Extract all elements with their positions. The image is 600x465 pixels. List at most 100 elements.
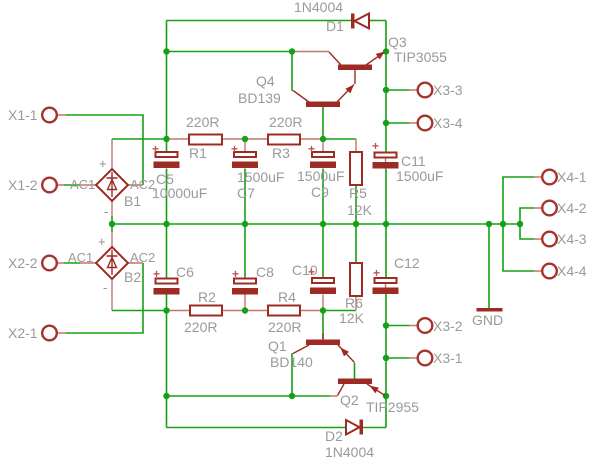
label-q3-name: Q3	[388, 34, 407, 50]
label-b1-name: B1	[124, 193, 141, 209]
c7-plus-icon: +	[231, 142, 238, 156]
label-c8-name: C8	[256, 264, 274, 280]
connector-x4-1[interactable]	[541, 168, 559, 186]
resistor-r5[interactable]	[349, 151, 363, 186]
label-c7-value: 1500uF	[237, 169, 284, 185]
transistor-q4[interactable]	[292, 84, 355, 108]
label-q1-value: BD140	[270, 354, 313, 370]
label-c9-name: C9	[311, 184, 329, 200]
label-x1-2: X1-2	[8, 177, 38, 193]
capacitor-c5[interactable]	[153, 151, 180, 168]
connector-x1-2[interactable]	[41, 176, 59, 194]
label-c5-name: C5	[156, 171, 174, 187]
label-x4-4: X4-4	[557, 263, 587, 279]
bridge-rectifier-b2[interactable]	[94, 245, 130, 281]
bridge-rectifier-b1[interactable]	[94, 167, 130, 203]
label-q3-value: TIP3055	[394, 49, 447, 65]
label-r2-value: 220R	[184, 319, 217, 335]
c9-plus-icon: +	[308, 142, 315, 156]
label-x4-1: X4-1	[557, 169, 587, 185]
label-r2-name: R2	[198, 289, 216, 305]
connector-x1-1[interactable]	[41, 106, 59, 124]
resistor-r3[interactable]	[267, 133, 301, 146]
label-b2-ac1: AC1	[68, 250, 93, 265]
label-r6-name: R6	[345, 295, 363, 311]
label-c7-name: C7	[237, 185, 255, 201]
label-x3-4: X3-4	[433, 115, 463, 131]
label-c10-name: C10	[292, 262, 318, 278]
connector-x3-4[interactable]	[416, 114, 434, 132]
label-c5-value: 10000uF	[152, 185, 207, 201]
capacitor-c8[interactable]	[232, 277, 258, 295]
connector-x2-2[interactable]	[41, 254, 59, 272]
b1-minus-icon: -	[104, 204, 108, 219]
transistor-q1[interactable]	[292, 333, 356, 363]
diode-d1[interactable]	[351, 11, 370, 31]
label-x3-1: X3-1	[433, 350, 463, 366]
label-x1-1: X1-1	[8, 107, 38, 123]
label-x4-2: X4-2	[557, 200, 587, 216]
label-r4-name: R4	[278, 289, 296, 305]
resistor-r4[interactable]	[267, 304, 301, 317]
label-r1-name: R1	[189, 145, 207, 161]
label-b2-name: B2	[124, 269, 141, 285]
labels: X1-1 X1-2 X2-2 X2-1 X3-3 X3-4 X3-2 X3-1 …	[8, 0, 587, 460]
wire-pins	[57, 50, 542, 397]
label-r6-value: 12K	[339, 310, 365, 326]
c5-plus-icon: +	[152, 142, 159, 156]
c12-plus-icon: +	[373, 266, 380, 280]
label-d2-name: D2	[325, 428, 343, 444]
label-gnd: GND	[472, 312, 503, 328]
b2-plus-icon: +	[98, 234, 106, 249]
label-c6-name: C6	[176, 264, 194, 280]
c6-plus-icon: +	[153, 267, 160, 281]
label-d1-name: D1	[326, 18, 344, 34]
label-q2-value: TIP2955	[366, 399, 419, 415]
capacitor-c11[interactable]	[372, 151, 399, 169]
transistor-q3[interactable]	[328, 51, 385, 85]
connector-x4-2[interactable]	[541, 199, 559, 217]
label-c9-value: 1500uF	[297, 168, 344, 184]
label-x4-3: X4-3	[557, 231, 587, 247]
label-c11-value: 1500uF	[396, 168, 443, 184]
diode-d2[interactable]	[345, 418, 363, 437]
gnd-symbol[interactable]	[476, 308, 503, 312]
connector-x4-3[interactable]	[541, 230, 559, 248]
transistor-q2[interactable]	[336, 378, 386, 397]
c8-plus-icon: +	[232, 267, 239, 281]
capacitor-c9[interactable]	[310, 151, 336, 168]
resistor-r1[interactable]	[188, 133, 223, 146]
capacitor-c10[interactable]	[310, 277, 336, 294]
resistor-r2[interactable]	[189, 304, 223, 317]
connector-x2-1[interactable]	[41, 324, 59, 342]
label-b1-ac2: AC2	[130, 177, 155, 192]
label-x3-2: X3-2	[433, 318, 463, 334]
label-b1-ac1: AC1	[70, 177, 95, 192]
label-q4-name: Q4	[256, 73, 275, 89]
label-x2-2: X2-2	[8, 255, 38, 271]
connector-x3-1[interactable]	[416, 349, 434, 367]
label-x3-3: X3-3	[433, 82, 463, 98]
connector-x3-2[interactable]	[416, 317, 434, 335]
label-q4-value: BD139	[238, 90, 281, 106]
label-b2-ac2: AC2	[130, 250, 155, 265]
label-x2-1: X2-1	[8, 325, 38, 341]
label-d2-value: 1N4004	[325, 444, 374, 460]
label-q2-name: Q2	[340, 392, 359, 408]
label-c12-name: C12	[394, 255, 420, 271]
label-r3-name: R3	[272, 145, 290, 161]
label-q1-name: Q1	[268, 338, 287, 354]
c10-plus-icon: +	[308, 265, 315, 279]
label-r4-value: 220R	[268, 319, 301, 335]
capacitor-c12[interactable]	[372, 277, 399, 294]
connector-x3-3[interactable]	[416, 81, 434, 99]
b1-plus-icon: +	[99, 156, 107, 171]
c11-plus-icon: +	[372, 139, 379, 153]
wire-nets	[64, 19, 534, 429]
connector-x4-4[interactable]	[541, 262, 559, 280]
capacitor-c7[interactable]	[232, 151, 258, 168]
resistor-r6[interactable]	[349, 262, 363, 297]
capacitor-c6[interactable]	[153, 277, 180, 295]
